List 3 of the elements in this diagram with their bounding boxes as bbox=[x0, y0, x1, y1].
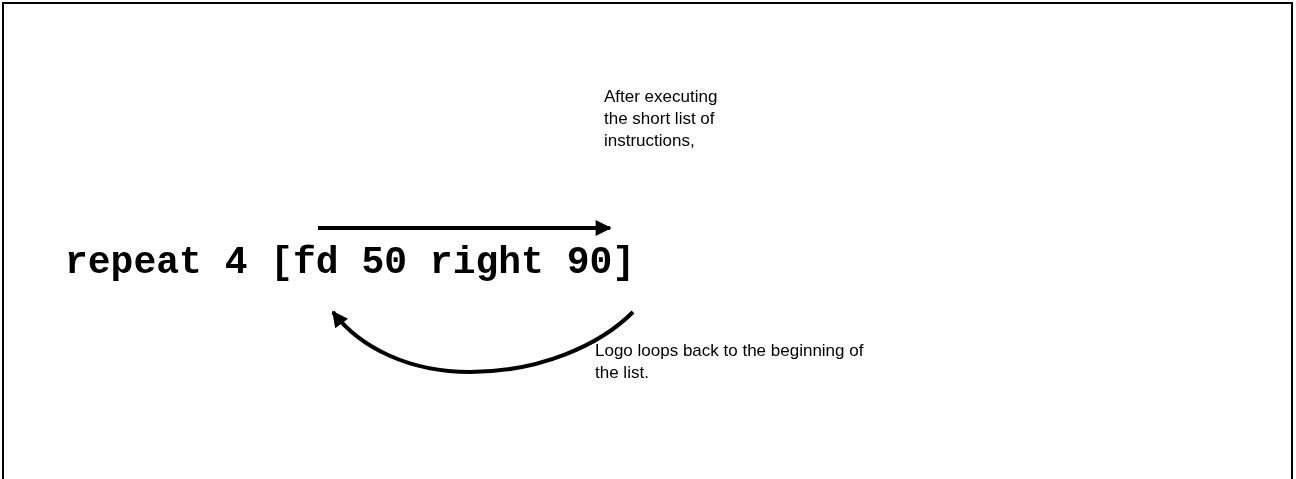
annotation-text: After executing the short list of instructions, bbox=[604, 86, 719, 152]
annotation-text: Logo loops back to the beginning of the list. bbox=[595, 340, 865, 384]
code-line: repeat 4 [fd 50 right 90] bbox=[65, 244, 636, 282]
